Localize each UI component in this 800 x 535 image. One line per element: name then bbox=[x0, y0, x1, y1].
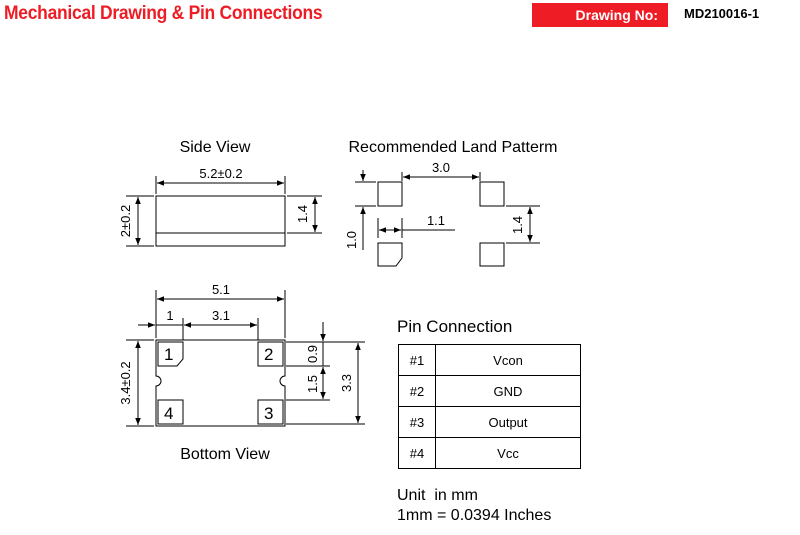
land-pitch-label: 3.0 bbox=[432, 160, 450, 175]
bottom-view: Bottom View 1 2 3 4 5.1 1 3.1 3.4±0.2 bbox=[118, 282, 365, 463]
drawing-number-label: Drawing No: bbox=[532, 3, 668, 27]
bottom-pad-offset-label: 1 bbox=[166, 308, 173, 323]
pin-function: Output bbox=[435, 406, 581, 438]
bottom-pad-total-label: 3.3 bbox=[339, 374, 354, 392]
pin-connection-table: #1 Vcon #2 GND #3 Output #4 Vcc bbox=[398, 344, 581, 469]
side-view: Side View 5.2±0.2 2±0.2 1.4 bbox=[118, 139, 322, 247]
table-row: #2 GND bbox=[398, 375, 581, 407]
units-note: Unit in mm 1mm = 0.0394 Inches bbox=[397, 486, 551, 526]
units-conversion: 1mm = 0.0394 Inches bbox=[397, 507, 552, 524]
bottom-pad-3-label: 3 bbox=[264, 404, 273, 423]
side-view-height-label: 2±0.2 bbox=[118, 205, 133, 237]
land-pad-pitch-label: 1.4 bbox=[510, 216, 525, 234]
drawing-number-value: MD210016-1 bbox=[684, 6, 760, 21]
land-pad-bottom-left bbox=[377, 242, 403, 267]
land-pad-top-left bbox=[377, 181, 403, 207]
side-view-width-label: 5.2±0.2 bbox=[199, 166, 242, 181]
page-title: Mechanical Drawing & Pin Connections bbox=[4, 3, 323, 24]
bottom-height-label: 3.4±0.2 bbox=[118, 361, 133, 404]
bottom-pad-4-label: 4 bbox=[164, 404, 173, 423]
pin-connection-title: Pin Connection bbox=[397, 317, 513, 336]
land-pattern: Recommended Land Patterm 3.0 1.1 1.0 1.4 bbox=[344, 139, 558, 267]
pin-function: GND bbox=[435, 375, 581, 407]
bottom-width-label: 5.1 bbox=[212, 282, 230, 297]
bottom-pad-1-label: 1 bbox=[164, 345, 173, 364]
land-pad-top-right bbox=[479, 181, 505, 207]
bottom-view-title: Bottom View bbox=[180, 446, 270, 463]
bottom-pad-4 bbox=[157, 399, 184, 425]
bottom-pad-gap-label: 1.5 bbox=[305, 375, 320, 393]
bottom-pad-3 bbox=[257, 399, 284, 425]
land-pattern-title: Recommended Land Patterm bbox=[349, 139, 558, 156]
land-pad-width-label: 1.1 bbox=[427, 213, 445, 228]
side-view-inner-height-label: 1.4 bbox=[295, 205, 310, 223]
pin-number: #1 bbox=[398, 344, 436, 376]
pin-function: Vcon bbox=[435, 344, 581, 376]
land-pad-bottom-right bbox=[479, 242, 505, 267]
pin-function: Vcc bbox=[435, 437, 581, 469]
land-pad-height-label: 1.0 bbox=[344, 231, 359, 249]
bottom-pad-span-label: 3.1 bbox=[212, 308, 230, 323]
side-view-body bbox=[155, 195, 286, 247]
pin-number: #2 bbox=[398, 375, 436, 407]
bottom-pad-height-label: 0.9 bbox=[305, 345, 320, 363]
bottom-pad-2-label: 2 bbox=[264, 345, 273, 364]
bottom-pad-1 bbox=[157, 341, 184, 367]
table-row: #4 Vcc bbox=[398, 437, 581, 469]
side-view-title: Side View bbox=[180, 139, 251, 156]
bottom-pad-2 bbox=[257, 341, 284, 367]
units-line: Unit in mm bbox=[397, 487, 478, 504]
pin-number: #4 bbox=[398, 437, 436, 469]
bottom-view-body bbox=[155, 339, 286, 427]
pin-number: #3 bbox=[398, 406, 436, 438]
table-row: #3 Output bbox=[398, 406, 581, 438]
table-row: #1 Vcon bbox=[398, 344, 581, 376]
